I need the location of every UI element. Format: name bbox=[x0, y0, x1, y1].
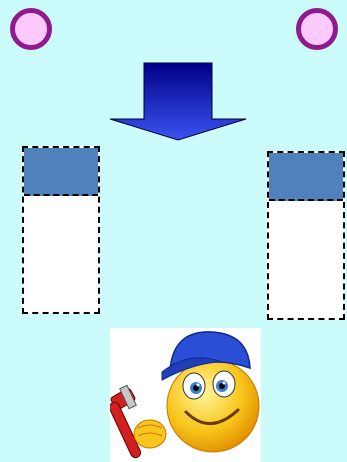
right-tube bbox=[267, 151, 345, 320]
right-circle bbox=[296, 8, 338, 50]
plumber-smiley-icon bbox=[110, 328, 261, 462]
left-tube-liquid bbox=[24, 148, 98, 196]
plumber-illustration bbox=[110, 328, 261, 462]
right-tube-liquid bbox=[269, 153, 343, 201]
left-tube bbox=[22, 146, 100, 314]
pipe-wrench-icon bbox=[110, 385, 142, 459]
left-circle bbox=[10, 8, 52, 50]
down-arrow-icon bbox=[108, 62, 248, 142]
